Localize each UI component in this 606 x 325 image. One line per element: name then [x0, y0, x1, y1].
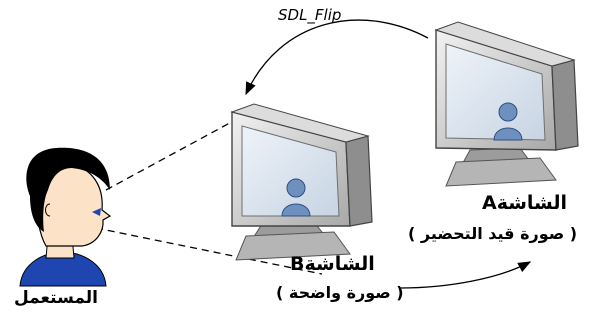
screen-a-label: Aالشاشة — [482, 192, 567, 214]
user-label: المستعمل — [13, 288, 98, 308]
screen-b-description: ( صورة واضحة ) — [276, 283, 404, 302]
screen-a-letter: A — [482, 192, 497, 214]
avatar-icon — [493, 102, 523, 141]
sight-line-top — [105, 111, 251, 191]
avatar-icon — [281, 178, 311, 217]
sight-line-bottom — [95, 227, 323, 275]
monitor-b-icon — [230, 103, 373, 261]
return-arrow — [399, 261, 532, 289]
flip-arrow — [245, 19, 429, 96]
screen-a-description: ( صورة قيد التحضير ) — [408, 224, 578, 243]
monitor-a-icon — [434, 21, 579, 187]
screen-b-label: Bالشاشة — [290, 253, 375, 275]
screen-b-word: الشاشة — [304, 253, 375, 275]
user-figure-icon — [19, 147, 112, 287]
screen-b-letter: B — [290, 253, 305, 275]
screen-a-word: الشاشة — [496, 192, 568, 214]
flip-label: SDL_Flip — [278, 6, 342, 24]
